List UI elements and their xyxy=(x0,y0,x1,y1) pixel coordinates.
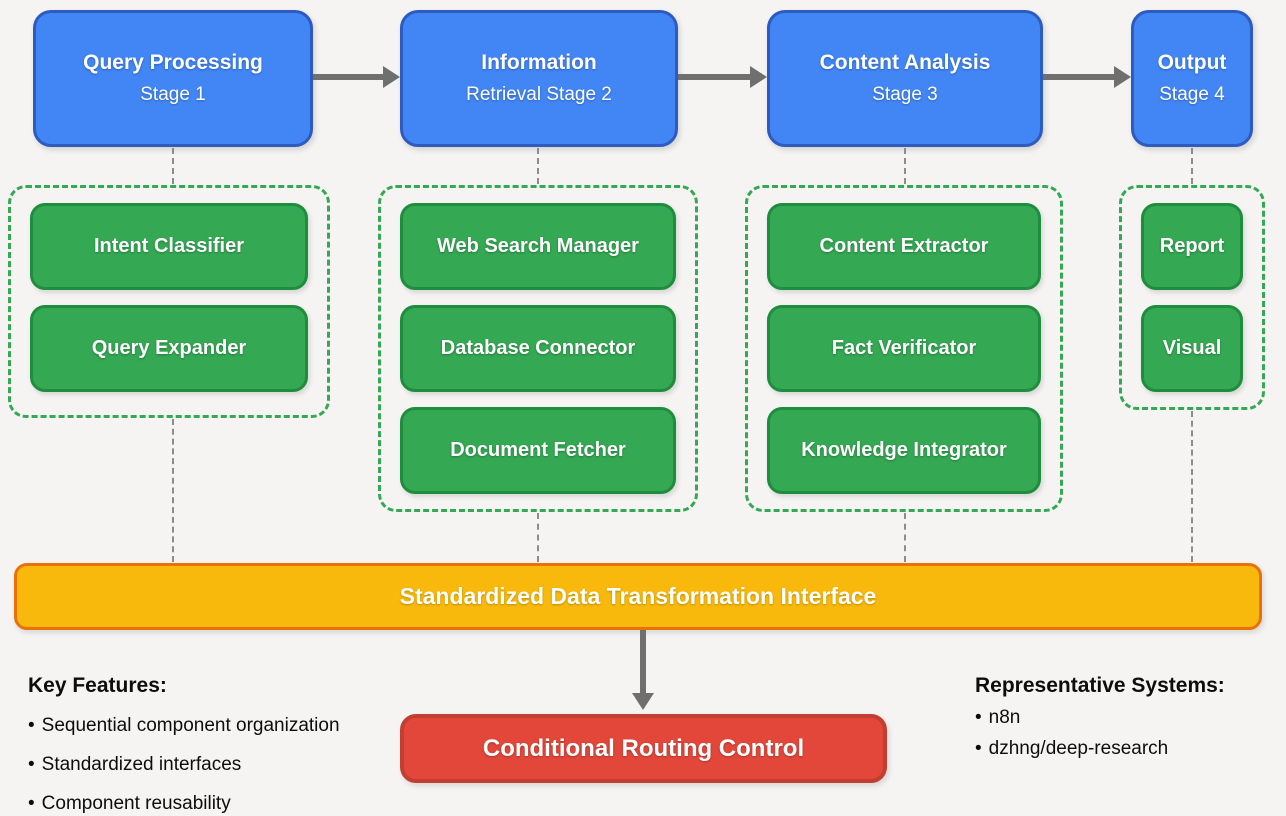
flow-arrow-line xyxy=(1043,74,1114,80)
connector-group4-to-interface xyxy=(1191,411,1193,562)
representative-systems-item-label: dzhng/deep-research xyxy=(988,738,1169,759)
key-features-item-label: Component reusability xyxy=(41,793,231,814)
stage-title: Content Analysis xyxy=(819,51,991,74)
interface-bar-label: Standardized Data Transformation Interfa… xyxy=(399,583,877,609)
representative-systems-heading: Representative Systems: xyxy=(975,674,1225,697)
bullet-icon: • xyxy=(975,738,982,759)
component-web-search-manager: Web Search Manager xyxy=(400,203,676,290)
connector-stage4-to-group xyxy=(1191,148,1193,184)
bullet-icon: • xyxy=(28,793,35,814)
component-group-content-analysis: Content Extractor Fact Verificator Knowl… xyxy=(745,185,1063,512)
component-knowledge-integrator: Knowledge Integrator xyxy=(767,407,1041,494)
connector-stage2-to-group xyxy=(537,148,539,184)
key-features-item: • Component reusability xyxy=(28,793,340,815)
flow-arrow-head-icon xyxy=(383,66,400,88)
flow-arrow-line xyxy=(678,74,750,80)
key-features-heading: Key Features: xyxy=(28,674,167,697)
stage-title: Information xyxy=(481,51,597,74)
connector-stage1-to-group xyxy=(172,148,174,184)
down-arrow-line xyxy=(640,630,646,693)
connector-stage3-to-group xyxy=(904,148,906,184)
key-features-item-label: Standardized interfaces xyxy=(41,754,242,775)
representative-systems-block: Representative Systems: • n8n • dzhng/deep… xyxy=(975,674,1225,760)
bullet-icon: • xyxy=(28,715,35,736)
stage-box-information-retrieval: Information Retrieval Stage 2 xyxy=(400,10,678,147)
component-intent-classifier: Intent Classifier xyxy=(30,203,308,290)
stage-title: Output xyxy=(1157,51,1227,74)
stage-subtitle: Stage 1 xyxy=(140,84,206,105)
component-content-extractor: Content Extractor xyxy=(767,203,1041,290)
stage-box-query-processing: Query Processing Stage 1 xyxy=(33,10,313,147)
stage-subtitle: Retrieval Stage 2 xyxy=(466,84,612,105)
connector-group1-to-interface xyxy=(172,419,174,562)
bullet-icon: • xyxy=(28,754,35,775)
flow-arrow-head-icon xyxy=(1114,66,1131,88)
component-query-expander: Query Expander xyxy=(30,305,308,392)
stage-box-content-analysis: Content Analysis Stage 3 xyxy=(767,10,1043,147)
key-features-item: • Sequential component organization xyxy=(28,715,340,737)
component-database-connector: Database Connector xyxy=(400,305,676,392)
bullet-icon: • xyxy=(975,707,982,728)
stage-box-output: Output Stage 4 xyxy=(1131,10,1253,147)
stage-title: Query Processing xyxy=(83,51,263,74)
representative-systems-item: • n8n xyxy=(975,707,1225,729)
component-group-information-retrieval: Web Search Manager Database Connector Do… xyxy=(378,185,698,512)
component-report: Report xyxy=(1141,203,1243,290)
component-group-query-processing: Intent Classifier Query Expander xyxy=(8,185,330,418)
connector-group2-to-interface xyxy=(537,513,539,562)
flow-arrow-line xyxy=(313,74,383,80)
flow-arrow-head-icon xyxy=(750,66,767,88)
stage-subtitle: Stage 3 xyxy=(872,84,938,105)
down-arrow-head-icon xyxy=(632,693,654,710)
routing-control-label: Conditional Routing Control xyxy=(482,734,805,762)
routing-control-box: Conditional Routing Control xyxy=(400,714,887,783)
connector-group3-to-interface xyxy=(904,513,906,562)
key-features-item-label: Sequential component organization xyxy=(41,715,340,736)
component-group-output: Report Visual xyxy=(1119,185,1265,410)
key-features-block: Key Features: • Sequential component orga… xyxy=(28,674,340,815)
representative-systems-item-label: n8n xyxy=(988,707,1021,728)
interface-bar: Standardized Data Transformation Interfa… xyxy=(14,563,1262,630)
representative-systems-item: • dzhng/deep-research xyxy=(975,738,1225,760)
component-document-fetcher: Document Fetcher xyxy=(400,407,676,494)
key-features-item: • Standardized interfaces xyxy=(28,754,340,776)
component-fact-verificator: Fact Verificator xyxy=(767,305,1041,392)
stage-subtitle: Stage 4 xyxy=(1159,84,1225,105)
component-visual: Visual xyxy=(1141,305,1243,392)
